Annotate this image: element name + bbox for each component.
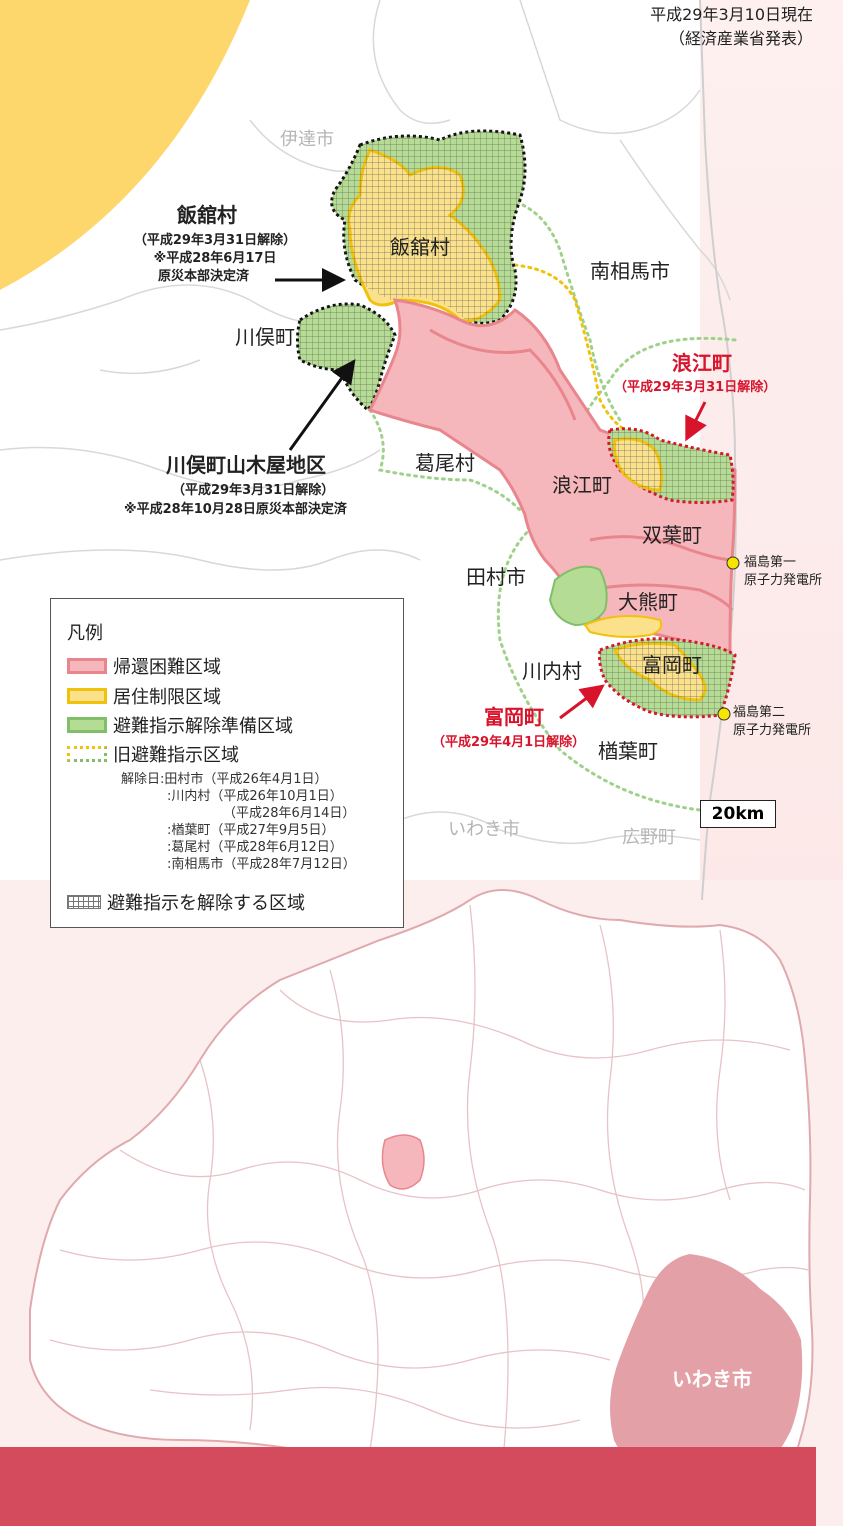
namie-grid-overlay — [608, 428, 734, 503]
prefecture-internal-borders — [49, 904, 809, 1491]
legend-item-label: 避難指示解除準備区域 — [113, 716, 293, 737]
callout-iitate-line3: 原災本部決定済 — [158, 269, 250, 284]
callout-iitate-line2: ※平成28年6月17日 — [153, 251, 277, 266]
label-tamura: 田村市 — [466, 565, 526, 589]
legend-title: 凡例 — [67, 623, 103, 644]
municipal-borders — [0, 0, 731, 845]
iitate-grid — [331, 131, 525, 324]
label-hirono: 広野町 — [622, 827, 676, 848]
top-left-arc — [0, 0, 250, 290]
callout-tomioka-line1: （平成29年4月1日解除） — [432, 735, 586, 750]
callout-namie-title: 浪江町 — [672, 351, 732, 375]
label-namie-area: 浪江町 — [552, 473, 612, 497]
label-plant1-line2: 原子力発電所 — [744, 573, 823, 588]
swatch-grid — [67, 895, 101, 909]
tamura-green-zone — [548, 565, 608, 627]
swatch-pink — [67, 658, 107, 674]
label-plant1-line1: 福島第一 — [744, 555, 797, 570]
label-tomioka-area: 富岡町 — [642, 653, 702, 677]
callout-iitate-line1: （平成29年3月31日解除） — [133, 233, 297, 248]
label-kawauchi: 川内村 — [522, 659, 582, 683]
legend-note: （平成28年6月14日） — [223, 806, 356, 821]
legend-item-preparation: 避難指示解除準備区域 — [67, 712, 293, 738]
kawamata-grid — [297, 304, 395, 410]
swatch-green — [67, 717, 107, 733]
callout-yamakiya-title: 川俣町山木屋地区 — [166, 453, 326, 477]
bottom-banner — [0, 1447, 816, 1526]
callout-yamakiya-line1: （平成29年3月31日解除） — [172, 483, 335, 498]
label-iwaki-region: いわき市 — [672, 1367, 752, 1391]
callout-iitate-title: 飯舘村 — [177, 203, 237, 227]
label-minamisoma: 南相馬市 — [590, 259, 670, 283]
legend-item-grid: 避難指示を解除する区域 — [67, 889, 305, 915]
label-naraha: 楢葉町 — [598, 739, 658, 763]
label-iitate-area: 飯舘村 — [390, 235, 450, 259]
legend-item-restricted: 居住制限区域 — [67, 683, 221, 709]
legend-note: :川内村（平成26年10月1日） — [167, 789, 343, 804]
legend-note: :南相馬市（平成28年7月12日） — [167, 857, 356, 872]
legend-item-label: 居住制限区域 — [113, 687, 221, 708]
legend-item-difficult: 帰還困難区域 — [67, 653, 221, 679]
label-kawamata: 川俣町 — [235, 325, 295, 349]
date-label: 平成29年3月10日現在 — [650, 5, 813, 24]
swatch-dotted — [67, 746, 107, 762]
tomioka-grid-overlay — [599, 638, 735, 717]
source-label: （経済産業省発表） — [668, 29, 813, 48]
swatch-yellow — [67, 688, 107, 704]
label-date-city: 伊達市 — [280, 129, 334, 150]
yamakiya-arrow — [288, 359, 356, 451]
callout-yamakiya-line2: ※平成28年10月28日原災本部決定済 — [124, 502, 347, 517]
legend-note: :葛尾村（平成28年6月12日） — [167, 840, 343, 855]
distance-20km-box: 20km — [700, 800, 776, 828]
plant2-marker — [717, 707, 731, 721]
legend-item-label: 帰還困難区域 — [113, 657, 221, 678]
callout-namie-line1: （平成29年3月31日解除） — [614, 380, 777, 395]
tomioka-arrow — [559, 684, 605, 720]
label-iwaki-city: いわき市 — [448, 819, 520, 840]
legend-note: :楢葉町（平成27年9月5日） — [167, 823, 335, 838]
okuma-yellow-zone — [583, 615, 663, 638]
difficult-zone-inner-lines — [429, 328, 734, 611]
label-plant2-line1: 福島第二 — [733, 705, 786, 720]
label-okuma: 大熊町 — [618, 590, 678, 614]
label-plant2-line2: 原子力発電所 — [733, 723, 812, 738]
legend-item-former: 旧避難指示区域 — [67, 741, 239, 767]
legend-box: 凡例 帰還困難区域 居住制限区域 避難指示解除準備区域 旧避難指示区域 解除日:… — [50, 598, 404, 928]
plant1-marker — [726, 556, 740, 570]
legend-item-label: 避難指示を解除する区域 — [107, 893, 305, 914]
legend-item-label: 旧避難指示区域 — [113, 745, 239, 766]
legend-notes: 解除日:田村市（平成26年4月1日） :川内村（平成26年10月1日） （平成2… — [121, 771, 356, 873]
callout-tomioka-title: 富岡町 — [484, 705, 544, 729]
label-katsurao: 葛尾村 — [415, 451, 475, 475]
namie-arrow — [685, 401, 707, 442]
label-futaba: 双葉町 — [642, 523, 702, 547]
lower-map-small-region — [381, 1134, 425, 1190]
legend-note: 解除日:田村市（平成26年4月1日） — [121, 772, 328, 787]
twenty-km-circle — [496, 336, 737, 812]
